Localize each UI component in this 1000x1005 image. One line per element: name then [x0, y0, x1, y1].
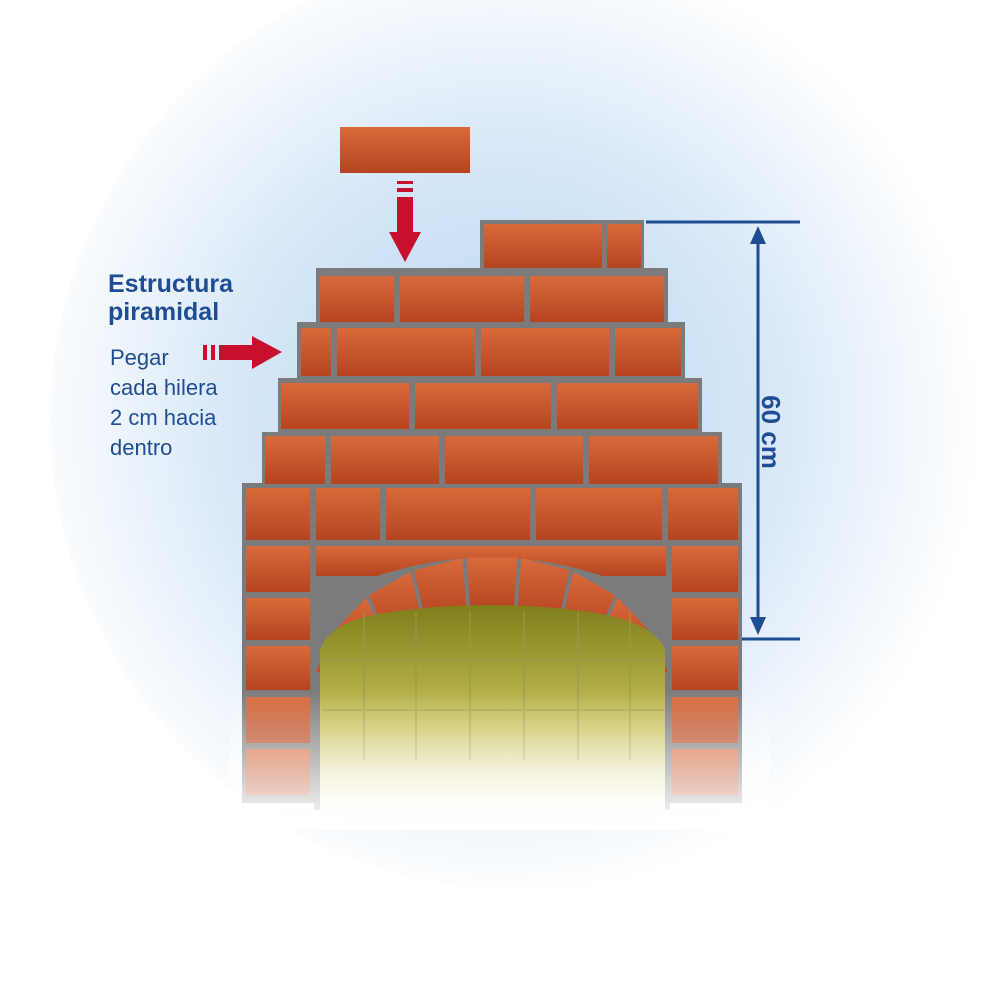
brick: [400, 276, 524, 322]
brick: [481, 328, 609, 376]
down-arrow-icon: [389, 181, 421, 262]
brick: [265, 436, 325, 484]
annotation-body-line: cada hilera: [110, 375, 218, 400]
arch-brick: [517, 557, 570, 619]
arch-brick: [414, 557, 467, 619]
loose-brick: [340, 127, 470, 173]
brick: [589, 436, 718, 484]
annotation-title: Estructura piramidal: [108, 270, 308, 326]
brick: [316, 488, 380, 540]
annotation-title-line: piramidal: [108, 298, 220, 326]
brick: [246, 646, 310, 690]
right-arrow-icon: [203, 336, 282, 369]
brick: [386, 488, 530, 540]
bottom-fade: [230, 690, 770, 830]
brick: [672, 598, 738, 640]
brick-courses: [246, 224, 738, 795]
brick: [281, 383, 409, 429]
brick: [445, 436, 583, 484]
brick: [530, 276, 664, 322]
brick: [557, 383, 698, 429]
brick: [607, 224, 641, 268]
brick: [337, 328, 475, 376]
brick: [672, 646, 738, 690]
annotation-body-line: Pegar: [110, 345, 169, 370]
brick: [672, 546, 738, 592]
annotation-body-line: dentro: [110, 435, 173, 460]
brick: [668, 488, 738, 540]
brick: [536, 488, 662, 540]
brick: [301, 328, 331, 376]
brick: [484, 224, 602, 268]
annotation-body: Pegar cada hilera 2 cm hacia dentro: [110, 343, 270, 463]
brick: [320, 276, 394, 322]
brick: [415, 383, 551, 429]
brick: [331, 436, 439, 484]
annotation-body-line: 2 cm hacia: [110, 405, 217, 430]
brick: [246, 546, 310, 592]
brick: [246, 598, 310, 640]
arch-brick: [466, 557, 518, 611]
brick: [246, 488, 310, 540]
dimension-label: 60 cm: [756, 395, 786, 469]
dimension-arrow-icon: [646, 220, 800, 641]
brick: [615, 328, 681, 376]
annotation-title-line: Estructura: [108, 270, 234, 298]
